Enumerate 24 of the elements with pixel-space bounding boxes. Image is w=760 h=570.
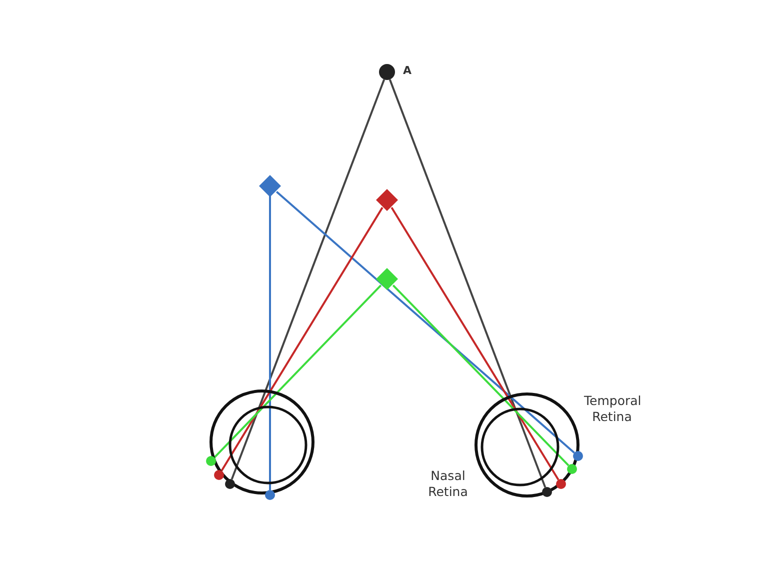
light-ray-line [390,206,560,480]
diamond-marker [376,189,398,211]
point-marker [379,64,395,80]
diamond-marker [376,268,398,290]
retina-point [542,487,552,497]
light-ray-line [269,194,271,490]
retina-label: Temporal Retina [584,393,640,425]
retina-point [214,470,224,480]
retina-point [206,456,216,466]
light-ray-line [388,79,546,488]
retina-point [567,464,577,474]
light-ray-line [392,284,570,466]
retina-point [225,479,235,489]
retina-label: Nasal Retina [428,468,468,500]
light-ray-line [220,206,384,472]
diamond-marker [259,175,281,197]
eye-circles [474,392,580,498]
light-ray-line [230,79,386,480]
light-ray-line [276,191,575,454]
retina-point [556,479,566,489]
point-label: A [403,63,412,79]
retina-point [573,451,583,461]
light-ray-line [214,284,382,458]
retina-point [265,490,275,500]
